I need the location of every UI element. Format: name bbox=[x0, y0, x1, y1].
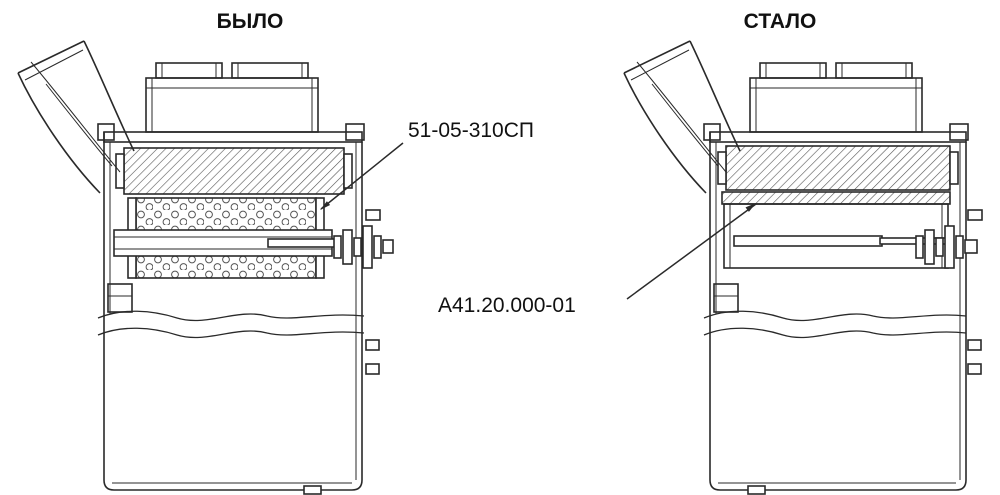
body-outline bbox=[103, 132, 363, 491]
corner-clamp-left bbox=[97, 123, 115, 141]
title-after: СТАЛО bbox=[744, 10, 817, 33]
corner-clamp-right bbox=[345, 123, 365, 141]
bolt-assembly bbox=[915, 225, 978, 269]
top-flange bbox=[103, 131, 363, 143]
side-bracket bbox=[107, 283, 133, 313]
leader-old-part bbox=[320, 142, 404, 210]
seal-strip bbox=[721, 191, 951, 205]
machine-after bbox=[623, 40, 983, 495]
center-rod bbox=[733, 235, 883, 247]
body-outline bbox=[709, 132, 967, 491]
side-clip bbox=[365, 339, 380, 351]
side-clip bbox=[365, 363, 380, 375]
bottom-foot bbox=[303, 485, 322, 495]
air-cleaner-housing bbox=[145, 62, 319, 133]
side-clip bbox=[967, 363, 982, 375]
machine-before bbox=[17, 40, 394, 495]
break-line bbox=[703, 310, 967, 322]
break-line bbox=[97, 327, 365, 339]
side-clip bbox=[365, 209, 381, 221]
label-new-part-number: А41.20.000-01 bbox=[438, 294, 576, 317]
air-cleaner-housing bbox=[749, 62, 923, 133]
top-flange bbox=[709, 131, 967, 143]
bottom-foot bbox=[747, 485, 766, 495]
corner-clamp-right bbox=[949, 123, 969, 141]
break-line bbox=[97, 310, 365, 322]
bolt-assembly bbox=[333, 225, 394, 269]
label-old-part-number: 51-05-310СП bbox=[408, 119, 534, 142]
side-bracket bbox=[713, 283, 739, 313]
leader-new-part bbox=[626, 203, 757, 300]
filter-element-old bbox=[123, 147, 345, 195]
break-line bbox=[703, 327, 967, 339]
filter-element-new bbox=[725, 145, 951, 191]
title-before: БЫЛО bbox=[217, 10, 284, 33]
arrowhead bbox=[745, 203, 756, 212]
corner-clamp-left bbox=[703, 123, 721, 141]
side-clip bbox=[967, 339, 982, 351]
arrowhead bbox=[320, 201, 331, 210]
side-clip bbox=[967, 209, 983, 221]
